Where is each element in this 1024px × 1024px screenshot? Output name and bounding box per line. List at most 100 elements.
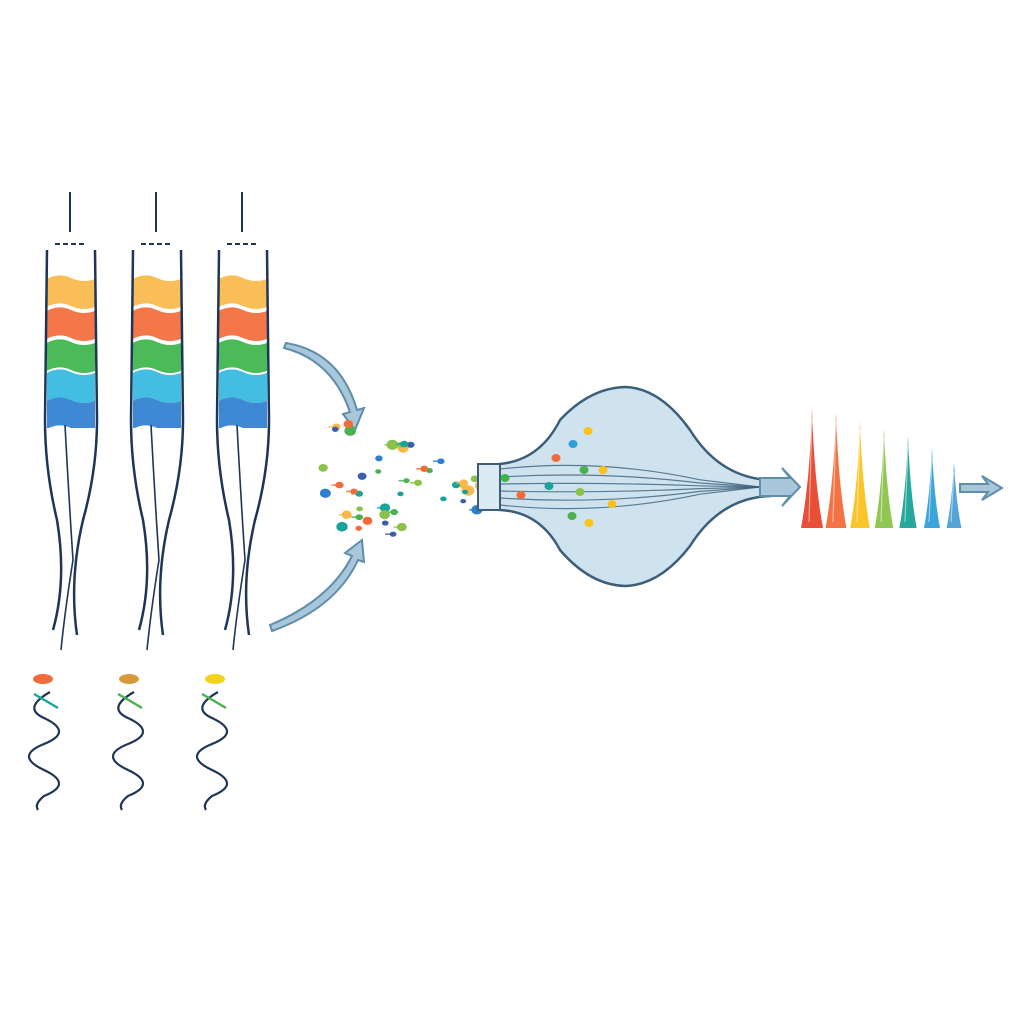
ion-particle — [355, 514, 364, 521]
column-tip-drop — [205, 674, 225, 684]
curved-arrow-icon — [268, 538, 366, 633]
ion-particle — [343, 420, 354, 429]
signal-wave-accent — [117, 692, 143, 710]
ion-particle — [375, 469, 382, 474]
column-tip-drop — [119, 674, 139, 684]
ion-particle — [379, 503, 391, 513]
ion-particle — [390, 508, 399, 516]
chamber-particle — [568, 440, 578, 448]
column-band — [219, 307, 267, 341]
column-band — [47, 339, 95, 373]
ion-particle — [470, 475, 480, 483]
column-band — [133, 339, 181, 373]
chamber-inlet — [477, 463, 501, 511]
signal-wave — [27, 691, 61, 811]
column-tip-drop — [33, 674, 53, 684]
ion-particle — [414, 479, 423, 486]
chamber-particle — [544, 482, 554, 490]
flow-line — [499, 464, 761, 488]
signal-waves — [27, 691, 229, 811]
column-tube — [60, 424, 74, 651]
spectrum-peak-highlight — [880, 437, 885, 523]
ion-particle — [381, 520, 389, 526]
spectrum-peak-highlight — [950, 471, 955, 523]
chamber-particle — [598, 466, 608, 474]
ion-particle — [350, 488, 358, 495]
column — [205, 192, 271, 684]
ion-particle — [331, 426, 339, 432]
column-wall-left — [43, 249, 63, 631]
ion-particle — [335, 481, 344, 489]
column-band — [219, 369, 267, 403]
curved-arrow-icon — [282, 341, 366, 433]
spectrum-peak — [924, 448, 940, 528]
column-band — [219, 275, 267, 309]
spectrum-peak-highlight — [904, 445, 909, 523]
column — [119, 192, 185, 684]
ion-particle — [389, 531, 397, 537]
ion-particle — [379, 510, 390, 520]
ion-particle — [318, 464, 328, 472]
spectrum-peak — [899, 436, 917, 528]
ion-particle — [403, 478, 410, 484]
ion-particle — [406, 441, 415, 448]
ion-particle — [357, 472, 367, 480]
column-bands — [219, 275, 267, 428]
signal-wave — [195, 691, 229, 811]
chamber-particle — [551, 454, 561, 462]
ionization-chamber — [477, 385, 802, 588]
ion-particle — [362, 516, 373, 525]
signal-wave-accent — [201, 692, 227, 710]
arrow-right-icon — [759, 467, 802, 507]
spectrum-peak — [801, 408, 823, 528]
chamber-particles — [500, 427, 617, 527]
ion-particles — [318, 420, 487, 537]
ion-particle — [400, 440, 409, 448]
column-band — [133, 307, 181, 341]
mass-spectrum — [801, 408, 962, 528]
column-bands — [133, 275, 181, 428]
ion-particle — [386, 439, 399, 450]
ion-particle — [461, 489, 469, 495]
spectrum-peak — [825, 412, 847, 528]
flow-line — [499, 486, 761, 510]
flow-line — [499, 474, 761, 488]
spectrum-peak-highlight — [832, 421, 837, 523]
chromatography-columns — [33, 192, 271, 684]
ion-particle — [396, 522, 407, 532]
inlet-arrows — [268, 341, 366, 633]
chamber-particle — [583, 427, 593, 435]
arrow-right-icon — [959, 475, 1004, 501]
spectrum-peak — [874, 428, 894, 528]
ion-particle — [341, 510, 352, 519]
flow-line — [499, 486, 761, 501]
ion-particle — [397, 491, 404, 497]
column-tube — [232, 424, 246, 651]
ion-particle — [420, 465, 429, 472]
chamber-particle — [575, 488, 585, 496]
column-band — [47, 369, 95, 403]
column-band — [219, 339, 267, 373]
flow-line — [499, 486, 761, 493]
ion-particle — [336, 521, 348, 532]
column — [33, 192, 99, 684]
ion-particle — [319, 488, 331, 498]
ion-particle — [440, 496, 447, 502]
chamber-particle — [584, 519, 594, 527]
column-wall-left — [215, 249, 235, 631]
signal-wave-accent — [33, 692, 59, 710]
ion-particle — [355, 525, 363, 531]
column-wall-left — [129, 249, 149, 631]
column-wall-right — [72, 249, 99, 636]
column-band — [47, 397, 95, 428]
signal-wave — [111, 691, 145, 811]
column-wall-right — [244, 249, 271, 636]
column-wall-right — [158, 249, 185, 636]
spectrum-peak-highlight — [808, 417, 813, 523]
ion-particle — [437, 458, 445, 465]
chamber-particle — [516, 491, 526, 499]
spectrum-peak-highlight — [928, 457, 933, 523]
ion-particle — [356, 506, 363, 512]
ion-particle — [375, 455, 383, 462]
